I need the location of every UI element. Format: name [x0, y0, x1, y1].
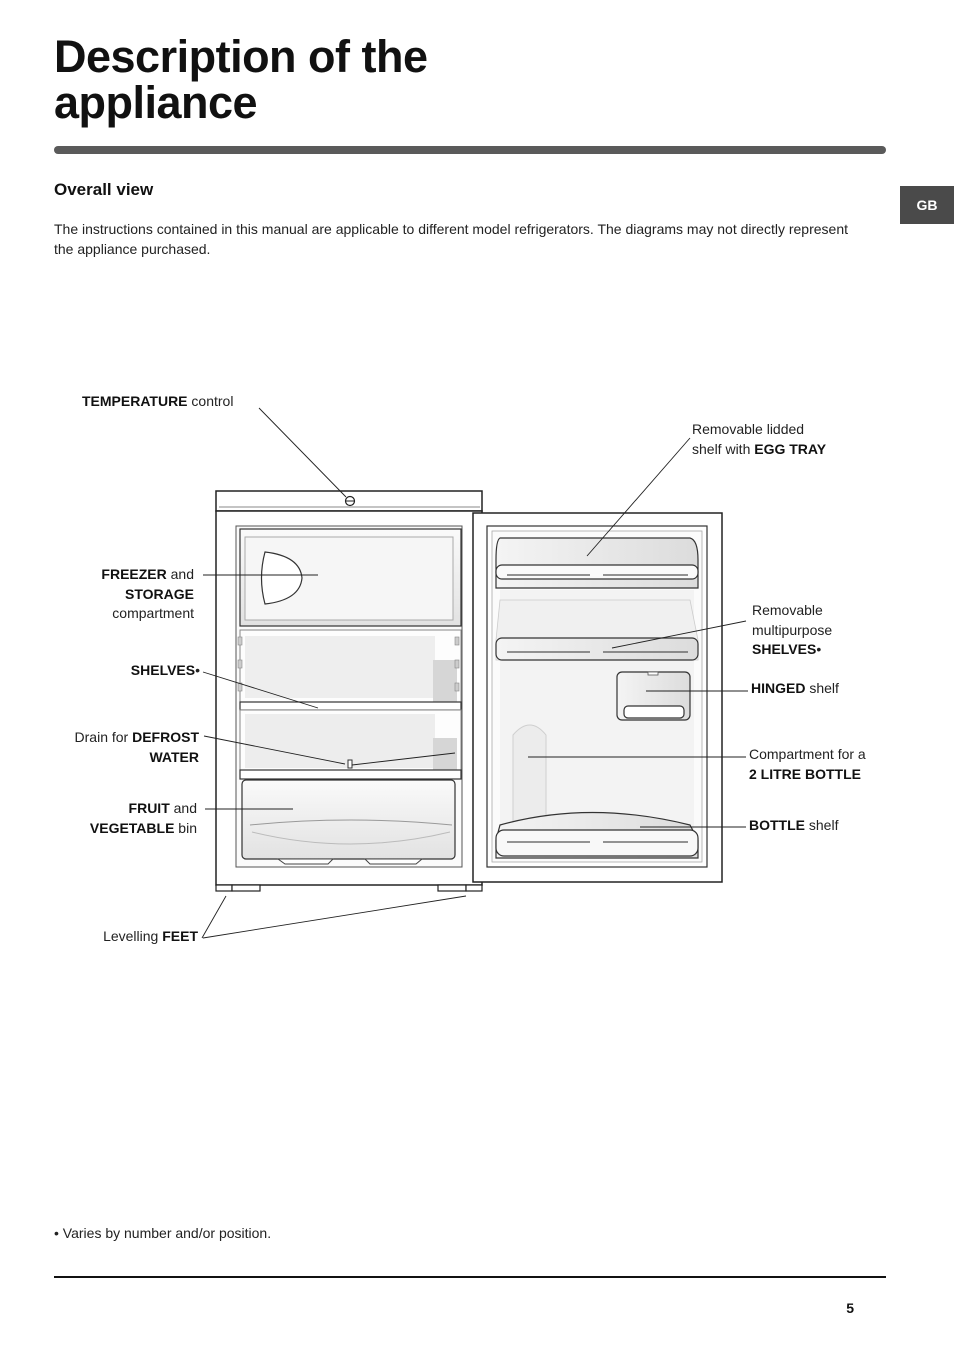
title-divider — [54, 146, 886, 154]
label-multipurpose-shelves: Removable multipurpose SHELVES• — [752, 602, 833, 657]
label-egg-tray-shelf: Removable lidded shelf with EGG TRAY — [692, 421, 827, 457]
page-title: Description of the appliance — [54, 34, 428, 126]
label-bottle-shelf: BOTTLE shelf — [749, 817, 839, 833]
vegetable-bin — [241, 779, 456, 865]
page-number: 5 — [846, 1300, 854, 1316]
bullet-icon: • — [54, 1225, 59, 1241]
label-fruit-vegetable-bin: FRUIT and VEGETABLE bin — [89, 800, 197, 836]
footnote: • Varies by number and/or position. — [54, 1225, 271, 1241]
footer-divider — [54, 1276, 886, 1278]
label-levelling-feet: Levelling FEET — [103, 928, 198, 944]
freezer-compartment — [239, 528, 462, 627]
label-temperature-control: TEMPERATURE control — [82, 393, 234, 409]
door-shelves — [495, 537, 699, 859]
label-shelves: SHELVES• — [130, 662, 200, 678]
fridge-section — [237, 629, 462, 780]
label-bottle-compartment: Compartment for a 2 LITRE BOTTLE — [749, 746, 866, 782]
label-hinged-shelf: HINGED shelf — [751, 680, 839, 696]
title-line-2: appliance — [54, 77, 258, 128]
temperature-knob-icon — [344, 495, 356, 507]
footnote-text: Varies by number and/or position. — [62, 1225, 272, 1241]
label-freezer-compartment: FREEZER and STORAGE compartment — [101, 566, 194, 621]
levelling-feet — [215, 884, 483, 892]
section-title: Overall view — [54, 180, 154, 199]
language-tab[interactable]: GB — [900, 186, 954, 224]
title-line-1: Description of the — [54, 31, 428, 82]
intro-paragraph: The instructions contained in this manua… — [54, 221, 849, 257]
leader-lines — [201, 407, 748, 939]
label-defrost-drain: Drain for DEFROST WATER — [74, 729, 199, 765]
